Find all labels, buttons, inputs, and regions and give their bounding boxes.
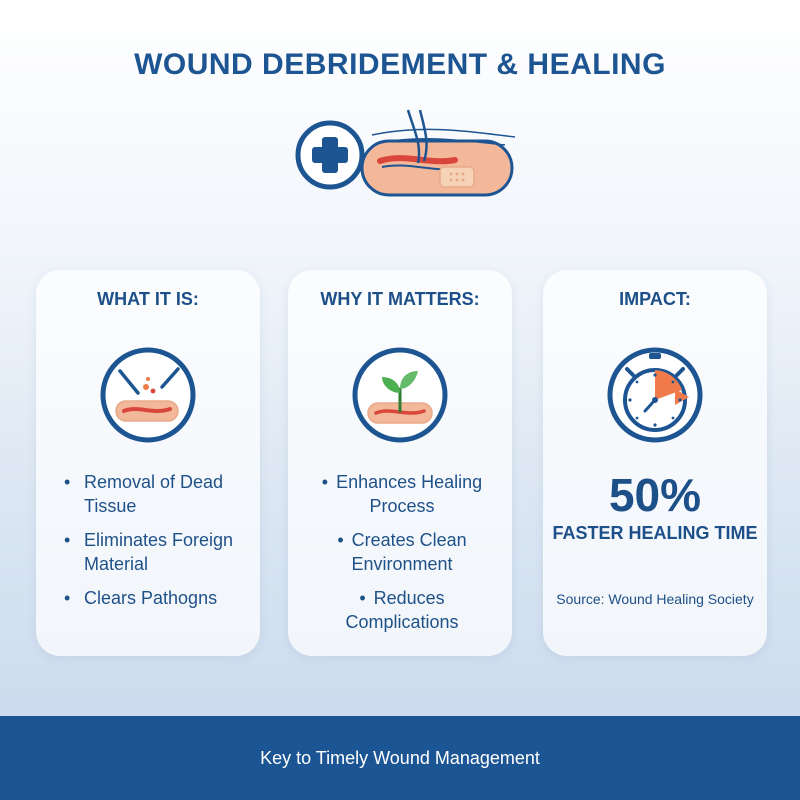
footer-banner: Key to Timely Wound Management bbox=[0, 716, 800, 800]
bullet-list: Enhances Healing Process Creates Clean E… bbox=[288, 470, 512, 644]
card-title: IMPACT: bbox=[619, 289, 691, 309]
source-citation: Source: Wound Healing Society bbox=[556, 591, 754, 607]
what-it-is-card: WHAT IT IS: Removal of Dead Tissue Elimi… bbox=[36, 270, 260, 656]
impact-stat: 50% bbox=[608, 469, 702, 521]
list-item: Creates Clean Environment bbox=[288, 528, 512, 576]
why-it-matters-card: WHY IT MATTERS: Enhances Healing Process… bbox=[288, 270, 512, 656]
card-title: WHAT IT IS: bbox=[97, 289, 199, 309]
sprout-healing-icon bbox=[352, 347, 448, 443]
stopwatch-icon bbox=[607, 347, 703, 443]
list-item: Reduces Complications bbox=[288, 586, 512, 634]
medical-cross-bandage-icon bbox=[295, 109, 516, 197]
card-title: WHY IT MATTERS: bbox=[320, 289, 480, 309]
page-title: WOUND DEBRIDEMENT & HEALING bbox=[134, 48, 666, 81]
debridement-tool-icon bbox=[100, 347, 196, 443]
skin-bandage-illustration bbox=[360, 109, 516, 197]
list-item: Removal of Dead Tissue bbox=[36, 470, 260, 518]
list-item: Eliminates Foreign Material bbox=[36, 528, 260, 576]
list-item: Enhances Healing Process bbox=[288, 470, 512, 518]
impact-card: IMPACT: 50% FASTER HEALING TIME Source: … bbox=[543, 270, 767, 656]
list-item: Clears Pathogns bbox=[36, 586, 260, 610]
impact-stat-label: FASTER HEALING TIME bbox=[552, 523, 758, 543]
bullet-list: Removal of Dead Tissue Eliminates Foreig… bbox=[36, 470, 260, 620]
